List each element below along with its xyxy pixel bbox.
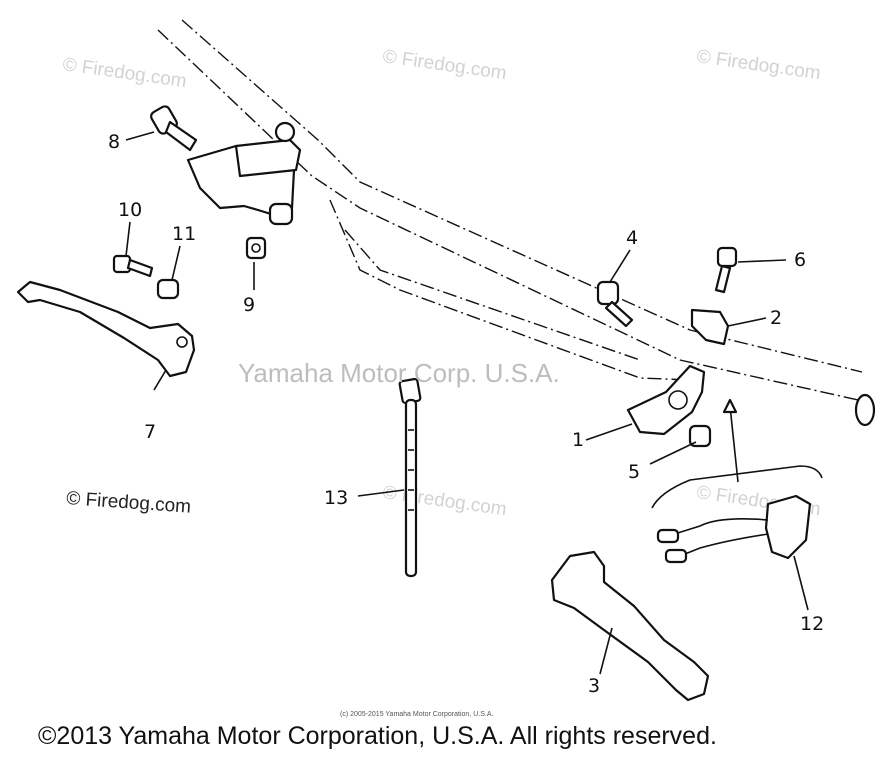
part-13-cable-tie bbox=[398, 377, 422, 578]
part-2-clamp bbox=[690, 308, 730, 346]
part-11-nut bbox=[156, 278, 180, 300]
callout-6: 6 bbox=[794, 249, 806, 271]
callout-9: 9 bbox=[243, 294, 255, 316]
callout-5: 5 bbox=[628, 461, 640, 483]
part-7-lever bbox=[16, 280, 196, 378]
switch-bracket bbox=[651, 398, 823, 509]
clamp-assembly bbox=[186, 121, 302, 226]
callout-2: 2 bbox=[770, 307, 782, 329]
part-5-nut bbox=[688, 424, 712, 448]
callout-7: 7 bbox=[144, 421, 156, 443]
callout-13: 13 bbox=[324, 487, 348, 509]
watermark-left: © Firedog.com bbox=[66, 488, 192, 518]
part-12-switch bbox=[656, 494, 812, 564]
leader-lines bbox=[125, 131, 809, 675]
part-4-bolt bbox=[596, 280, 634, 328]
part-1-holder bbox=[626, 364, 706, 436]
callout-1: 1 bbox=[572, 429, 584, 451]
small-copyright: (c) 2005-2015 Yamaha Motor Corporation, … bbox=[340, 711, 493, 718]
watermark-mid: © Firedog.com bbox=[381, 482, 508, 520]
callout-4: 4 bbox=[626, 227, 638, 249]
callout-12: 12 bbox=[800, 613, 824, 635]
part-9-nut bbox=[245, 236, 267, 260]
part-3-lever bbox=[550, 550, 710, 702]
footer-copyright: ©2013 Yamaha Motor Corporation, U.S.A. A… bbox=[38, 722, 717, 750]
callout-numbers: 8 9 10 11 7 13 4 6 2 1 5 12 3 bbox=[108, 131, 824, 697]
callout-11: 11 bbox=[172, 223, 196, 245]
callout-10: 10 bbox=[118, 199, 142, 221]
watermark-top-right: © Firedog.com bbox=[695, 46, 822, 84]
part-8-bolt bbox=[150, 105, 198, 152]
callout-8: 8 bbox=[108, 131, 120, 153]
watermark-top-center: © Firedog.com bbox=[381, 46, 508, 84]
watermark-center: Yamaha Motor Corp. U.S.A. bbox=[238, 358, 560, 388]
part-10-bolt bbox=[112, 254, 154, 278]
watermark-top-left: © Firedog.com bbox=[61, 54, 188, 92]
handlebar bbox=[157, 19, 876, 427]
part-6-bolt bbox=[714, 246, 738, 294]
callout-3: 3 bbox=[588, 675, 600, 697]
